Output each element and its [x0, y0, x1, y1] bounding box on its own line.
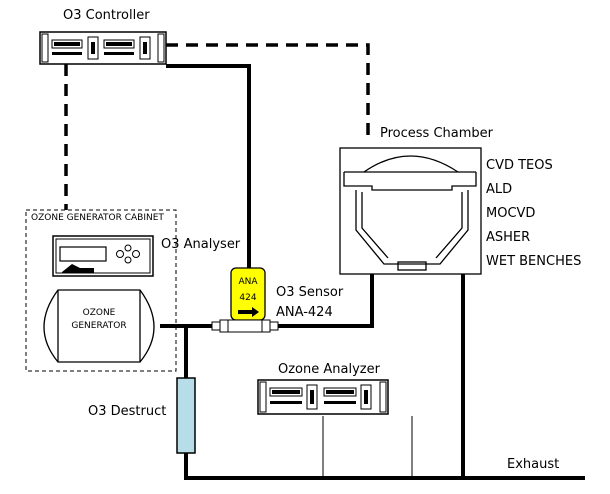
o3-destruct-label: O3 Destruct — [88, 404, 166, 419]
exhaust-line — [184, 453, 585, 480]
controller-to-chamber-signal — [166, 43, 370, 140]
process-item: ASHER — [486, 230, 530, 245]
ozone-analyzer-unit — [257, 379, 389, 415]
o3-sensor-model-label: ANA-424 — [276, 305, 333, 320]
o3-destruct-column — [176, 377, 196, 454]
controller-to-sensor-line — [166, 64, 251, 268]
o3-controller-label: O3 Controller — [63, 8, 150, 23]
process-chamber-label: Process Chamber — [380, 126, 494, 141]
analyzer-sample-lines — [322, 416, 413, 478]
ana-model-label: 424 — [239, 293, 256, 303]
process-item: CVD TEOS — [486, 158, 553, 173]
ana-424-sensor: ANA 424 — [230, 267, 266, 321]
sensor-to-chamber-line — [278, 274, 374, 328]
o3-sensor-label: O3 Sensor — [276, 285, 344, 300]
o3-controller-unit — [39, 31, 167, 65]
sensor-fitting — [211, 319, 279, 333]
o3-analyser-label: O3 Analyser — [161, 237, 241, 252]
process-item: ALD — [486, 182, 512, 197]
process-item: WET BENCHES — [486, 254, 581, 269]
process-item: MOCVD — [486, 206, 535, 221]
gas-lines — [160, 64, 585, 480]
process-chamber — [339, 147, 482, 275]
ozone-analyzer-label: Ozone Analyzer — [278, 362, 381, 377]
ozone-generator-label-line1: OZONE — [83, 308, 116, 318]
process-list: CVD TEOS ALD MOCVD ASHER WET BENCHES — [486, 158, 581, 269]
cabinet-label: OZONE GENERATOR CABINET — [31, 213, 164, 223]
ozone-generator-label-line2: GENERATOR — [71, 321, 126, 331]
ana-label: ANA — [238, 277, 258, 287]
ozone-generator-tank — [43, 289, 155, 363]
exhaust-label: Exhaust — [507, 457, 559, 472]
signal-lines-dashed — [64, 43, 370, 210]
flow-arrow-icon — [238, 307, 259, 317]
ozone-generator-cabinet — [25, 209, 177, 372]
o3-analyser-unit — [52, 235, 154, 277]
